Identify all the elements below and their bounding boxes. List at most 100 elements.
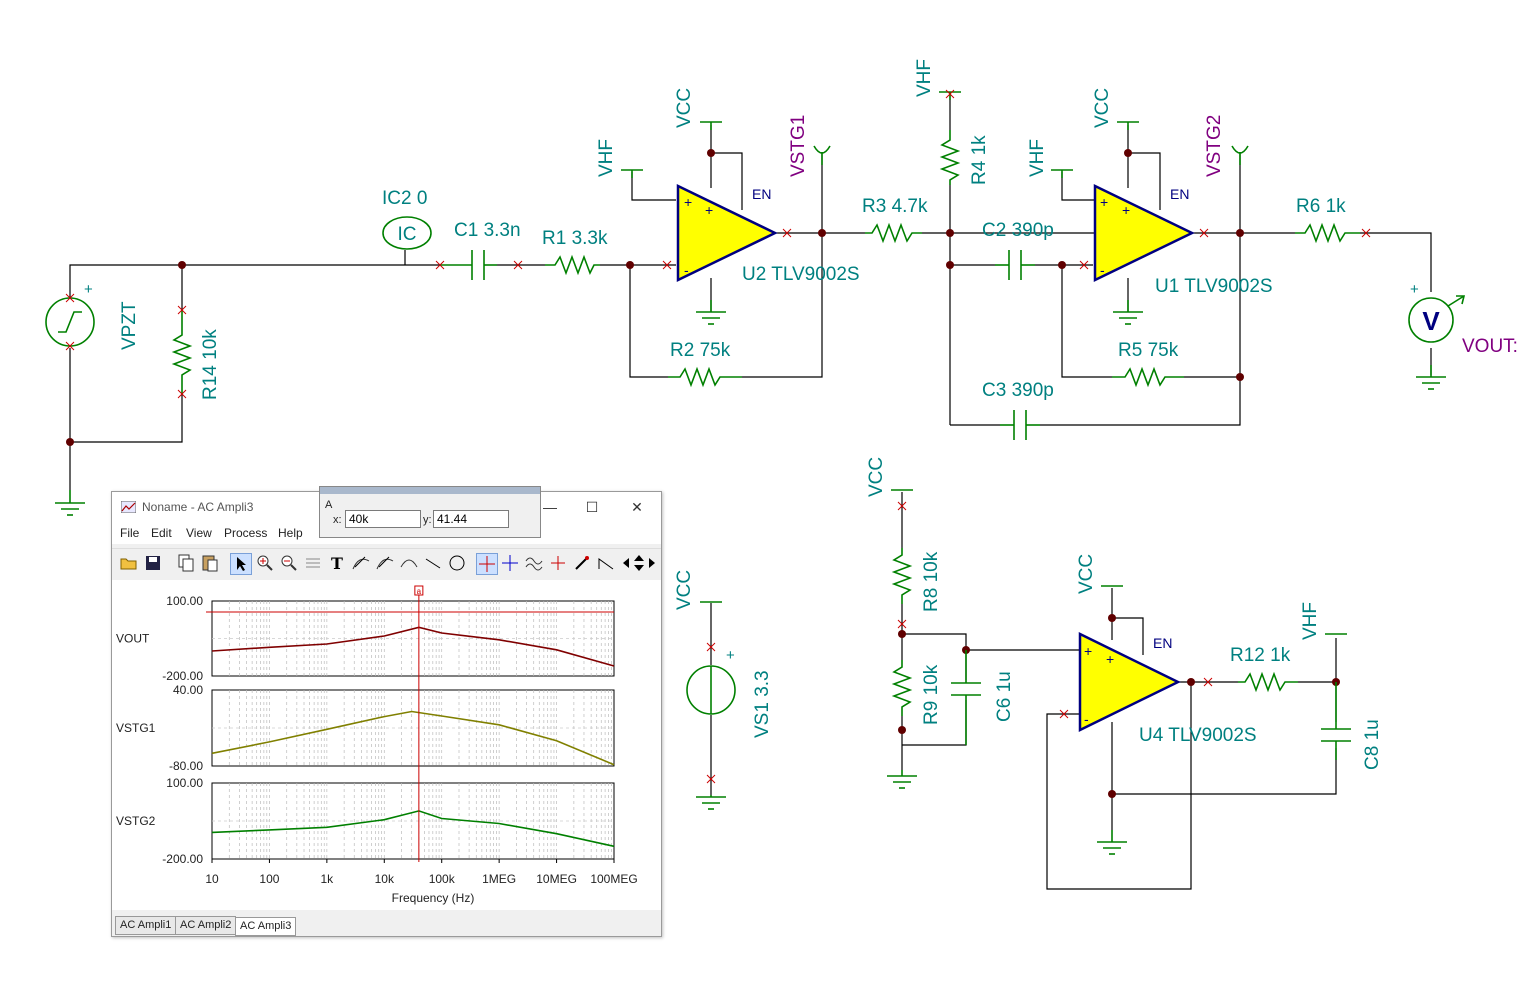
cursor-readout-titlebar[interactable]	[320, 487, 540, 494]
curve-tool-icon[interactable]	[351, 553, 371, 573]
svg-text:EN: EN	[1170, 186, 1189, 202]
capacitor-c3[interactable]	[1000, 410, 1040, 440]
capacitor-c8[interactable]	[1321, 682, 1351, 760]
label-r6: R6 1k	[1296, 196, 1346, 217]
text-icon[interactable]: T	[327, 553, 347, 573]
probe-ic2[interactable]: IC	[382, 216, 432, 250]
cursor-readout[interactable]: A x: y:	[319, 486, 541, 538]
minimize-button[interactable]: —	[543, 499, 557, 515]
probe-icon[interactable]	[572, 553, 592, 573]
svg-text:-: -	[1100, 262, 1105, 278]
opamp-u2[interactable]: + + - EN	[676, 184, 778, 282]
label-vhf-1: VHF	[596, 139, 617, 177]
copy-icon[interactable]	[176, 553, 196, 573]
voltmeter-vout[interactable]: V +	[1408, 281, 1466, 343]
marker-add-icon[interactable]	[548, 553, 568, 573]
capacitor-c6[interactable]	[951, 650, 981, 745]
capacitor-c2[interactable]	[995, 250, 1035, 280]
svg-text:+: +	[1100, 194, 1108, 210]
label-r8: R8 10k	[921, 551, 942, 612]
tab-ac-ampli1[interactable]: AC Ampli1	[115, 916, 177, 935]
tab-ac-ampli2[interactable]: AC Ampli2	[175, 916, 237, 935]
x-tick-label: 100MEG	[590, 872, 637, 886]
menu-help[interactable]: Help	[278, 526, 303, 540]
arrow-left-icon[interactable]	[620, 553, 632, 573]
open-icon[interactable]	[119, 553, 139, 573]
label-r4: R4 1k	[969, 135, 990, 185]
wave-icon[interactable]	[524, 553, 544, 573]
y-tick-label-bottom: -200.00	[162, 852, 203, 866]
arrow-right-icon[interactable]	[646, 553, 658, 573]
label-u2: U2 TLV9002S	[742, 264, 860, 285]
resistor-r6[interactable]	[1295, 222, 1360, 244]
resistor-r8[interactable]	[891, 548, 913, 604]
label-c3: C3 390p	[982, 380, 1054, 401]
label-r2: R2 75k	[670, 340, 731, 361]
cursor-x-input[interactable]	[345, 510, 421, 528]
label-vhf-2: VHF	[914, 59, 935, 97]
paste-icon[interactable]	[200, 553, 220, 573]
svg-text:+: +	[1410, 281, 1419, 298]
save-icon[interactable]	[143, 553, 163, 573]
zoom-in-icon[interactable]	[255, 553, 275, 573]
opamp-u1[interactable]: + + - EN	[1093, 184, 1195, 282]
opamp-u4[interactable]: + + - EN	[1078, 631, 1181, 733]
menu-process[interactable]: Process	[224, 526, 268, 540]
cursor-b-icon[interactable]	[500, 553, 520, 573]
menu-file[interactable]: File	[120, 526, 140, 540]
cursor-x-label: x:	[333, 514, 342, 526]
pointer-icon[interactable]	[230, 553, 252, 575]
resistor-r2[interactable]	[668, 366, 742, 388]
y-tick-label-top: 40.00	[173, 683, 203, 697]
svg-text:+: +	[726, 647, 735, 664]
label-c6: C6 1u	[994, 671, 1015, 722]
line-tool-icon[interactable]	[423, 553, 443, 573]
resistor-r5[interactable]	[1112, 366, 1184, 388]
capacitor-c1[interactable]	[440, 250, 497, 280]
curve-tool-3-icon[interactable]	[399, 553, 419, 573]
bode-plot[interactable]: 100.00-200.00VOUT40.00-80.00VSTG1100.00-…	[112, 580, 661, 910]
tab-ac-ampli3[interactable]: AC Ampli3	[235, 917, 297, 936]
circle-tool-icon[interactable]	[447, 553, 467, 573]
label-c1: C1 3.3n	[454, 220, 521, 241]
cursor-y-input[interactable]	[433, 510, 509, 528]
y-tick-label-top: 100.00	[166, 594, 203, 608]
svg-text:-: -	[1084, 711, 1089, 727]
svg-text:+: +	[684, 194, 692, 210]
series-label-vout: VOUT	[116, 632, 150, 646]
analysis-window[interactable]: Noname - AC Ampli3 — ☐ ✕ File Edit View …	[111, 491, 662, 937]
x-tick-label: 10	[205, 872, 219, 886]
close-button[interactable]: ✕	[631, 499, 643, 515]
resistor-r4[interactable]	[939, 130, 961, 185]
x-tick-label: 10MEG	[536, 872, 577, 886]
y-tick-label-top: 100.00	[166, 776, 203, 790]
curve-tool-2-icon[interactable]	[375, 553, 395, 573]
arrow-updown-icon[interactable]	[632, 553, 646, 573]
source-vs1[interactable]: +	[686, 647, 736, 715]
analysis-tabs: AC Ampli1 AC Ampli2 AC Ampli3	[112, 915, 661, 936]
label-vhf-3: VHF	[1027, 139, 1048, 177]
y-tick-label-bottom: -200.00	[162, 669, 203, 683]
toolbar: T	[112, 548, 661, 579]
x-tick-label: 1k	[321, 872, 335, 886]
resistor-r9[interactable]	[891, 660, 913, 716]
label-vcc-4: VCC	[1076, 554, 1097, 594]
svg-text:+: +	[1122, 202, 1130, 218]
cursor-a-icon[interactable]	[476, 553, 498, 575]
resistor-r3[interactable]	[865, 222, 922, 244]
grid-icon[interactable]	[303, 553, 323, 573]
maximize-button[interactable]: ☐	[585, 499, 599, 515]
menu-edit[interactable]: Edit	[151, 526, 172, 540]
series-label-vstg2: VSTG2	[116, 814, 156, 828]
menu-view[interactable]: View	[186, 526, 212, 540]
svg-text:EN: EN	[752, 186, 771, 202]
zoom-out-icon[interactable]	[279, 553, 299, 573]
resistor-r14[interactable]	[171, 310, 193, 394]
resistor-r1[interactable]	[545, 254, 600, 276]
resistor-r12[interactable]	[1238, 671, 1298, 693]
component-labels: VPZT R14 10k IC2 0 C1 3.3n R1 3.3k VHF V…	[119, 59, 1518, 770]
svg-text:+: +	[1106, 651, 1114, 667]
slope-icon[interactable]	[596, 553, 616, 573]
